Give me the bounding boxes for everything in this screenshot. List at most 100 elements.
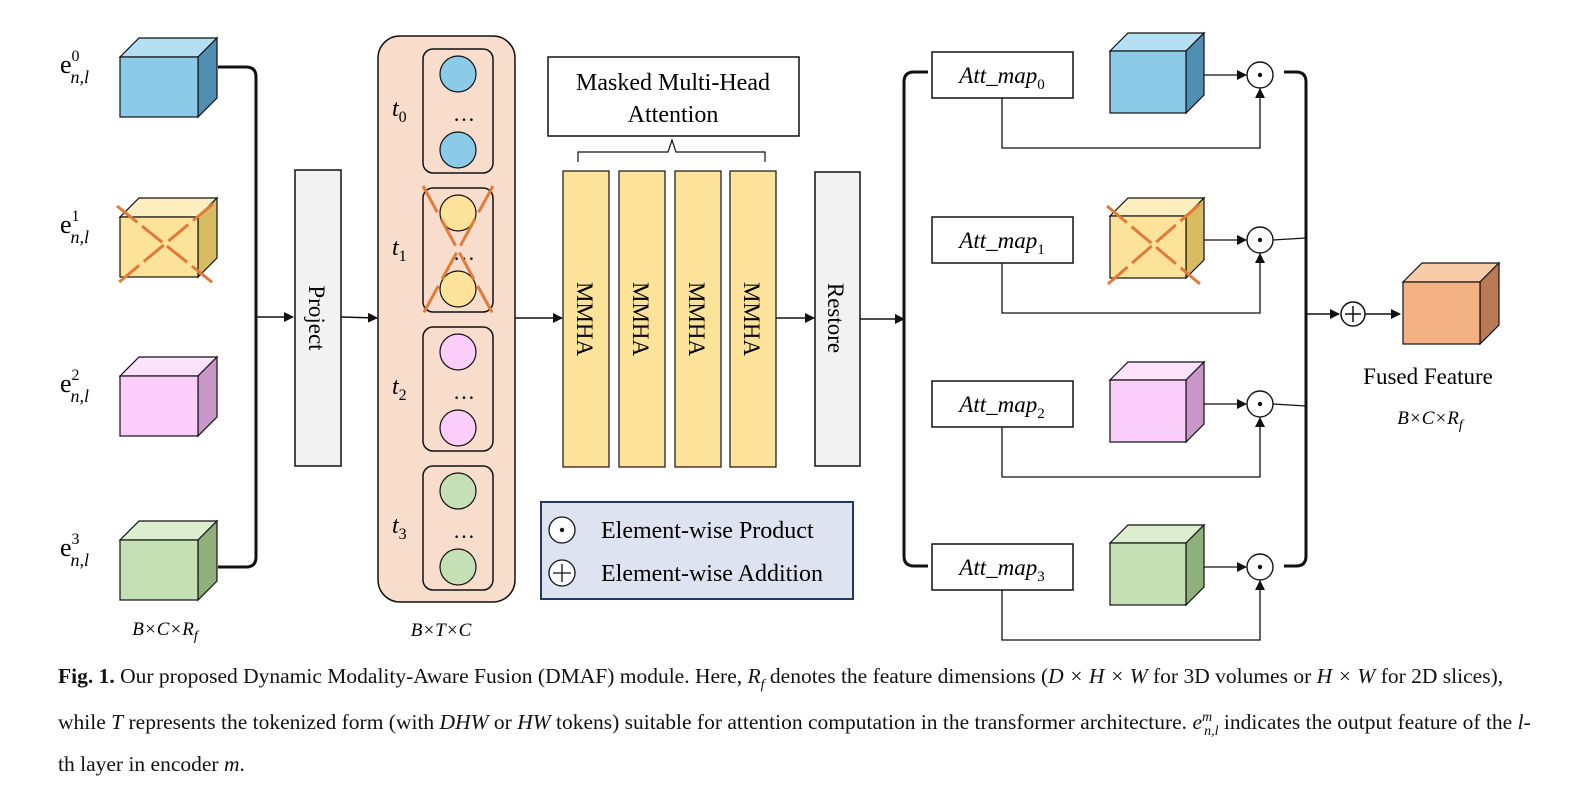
mmha-label: MMHA [684,282,709,357]
caption-math: m [223,751,240,776]
input-cubes [116,36,219,602]
mmha-block-3: MMHA [729,170,777,468]
sum-operator [1340,301,1366,327]
project-label: Project [304,285,329,351]
token-ellipsis: … [453,101,475,126]
mask-cross-icon [116,204,214,285]
caption-text: Our proposed Dynamic Modality-Aware Fusi… [114,664,748,688]
input-dims-label: B×C×Rf [132,619,200,644]
output-right-bracket [1284,70,1308,568]
caption-math: H × W [1316,664,1376,688]
fused-feature-cube [1401,261,1501,346]
caption-math: f [760,677,765,693]
caption-math: R [747,664,761,688]
att-map-box [931,51,1074,99]
legend-item-0: Element-wise Product [548,516,814,544]
caption-text: . [239,751,245,776]
caption-math: DHW [439,710,489,735]
token-label-3: t3 [392,513,407,543]
input-cube-3 [118,519,219,602]
token-label-0: t0 [392,96,407,126]
att-map-label-2: Att_map2 [957,392,1044,422]
product-operator [1246,61,1274,89]
token-group-1: … t1 [392,185,495,315]
mask-cross-icon [1106,204,1201,286]
token-circle [439,548,477,586]
mmha-block-1: MMHA [618,170,666,468]
caption-text: represents the tokenized form (with [123,710,440,735]
token-circle [439,131,477,169]
mmha-block-0: MMHA [562,170,610,468]
arrow-to-tokens [340,312,378,323]
mmha-title-line2: Attention [628,102,719,128]
mmha-label: MMHA [628,282,653,357]
legend-label: Element-wise Product [601,518,814,544]
mmha-title-box [547,56,800,137]
token-circle [439,409,477,447]
restore-box [814,171,861,467]
fused-feature-label: Fused Feature [1363,364,1493,389]
caption-text: or [488,710,518,735]
token-dims-label: B×T×C [411,620,472,641]
token-circle [439,472,477,510]
caption-text: denotes the feature dimensions ( [764,664,1049,688]
caption-text: -th layer in encoder [58,710,1531,776]
caption-math: n,l [1204,723,1219,739]
caption-math: l [1517,710,1524,735]
att-map-box [931,543,1074,591]
caption-math: m [1201,710,1213,726]
caption-fig-label: Fig. 1. [58,664,115,688]
product-operator [1246,390,1274,418]
mmha-title-line1: Masked Multi-Head [576,70,770,96]
att-map-label-0: Att_map0 [957,63,1044,93]
mask-cross-icon [421,185,495,315]
caption-text: indicates the output feature of the [1218,710,1518,735]
attention-row-1: Att_map1 [931,196,1307,314]
mmha-label: MMHA [739,282,764,357]
mmha-brace [577,138,766,162]
legend-box [540,501,854,600]
caption-text: tokens) suitable for attention computati… [550,710,1193,735]
input-cube-2 [118,355,219,438]
token-group-0: … t0 [392,48,494,174]
mask-cross-icon [117,202,214,285]
caption-text: for 2D slices), while [58,664,1504,735]
figure-caption: Fig. 1. Our proposed Dynamic Modality-Aw… [58,660,1538,781]
token-circle [439,55,477,93]
mask-cross-icon [421,185,495,315]
caption-math: D × H × W [1048,664,1148,688]
restore-label: Restore [823,283,848,353]
row-cube-1 [1106,196,1206,286]
token-group-3: …t3 [392,465,494,591]
row-cube-0 [1108,31,1206,115]
token-group-2: …t2 [392,326,494,452]
mask-cross-icon [1107,202,1201,286]
caption-math: HW [517,710,551,735]
token-label-1: t1 [392,235,407,265]
token-container [377,35,516,603]
token-label-2: t2 [392,374,407,404]
token-ellipsis: … [453,240,475,265]
caption-math: T [111,710,124,735]
output-left-bracket [902,70,928,568]
input-cube-0 [118,36,219,119]
mmha-blocks: MMHA MMHA MMHA MMHA [562,170,777,468]
caption-math: e [1192,710,1202,735]
token-circle [439,194,477,232]
att-map-box [931,216,1074,264]
caption-text: for 3D volumes or [1147,664,1317,688]
fused-cube [1401,261,1501,346]
attention-row-3: Att_map3 [931,523,1274,641]
row-cube-3 [1108,523,1206,607]
input-cube-1 [116,196,219,285]
mmha-label: MMHA [572,282,597,357]
legend-label: Element-wise Addition [601,561,823,587]
product-operator [1246,226,1274,254]
att-map-label-1: Att_map1 [957,228,1044,258]
